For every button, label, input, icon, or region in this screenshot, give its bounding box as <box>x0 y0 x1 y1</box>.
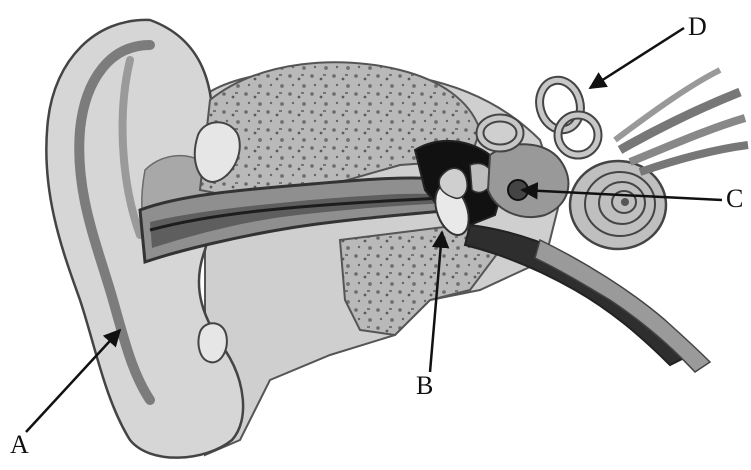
label-d: D <box>688 14 707 40</box>
vestibulocochlear-nerve <box>615 70 748 172</box>
lower-cartilage-nodule <box>198 323 226 362</box>
pointer-d <box>590 28 684 88</box>
label-c: C <box>726 186 743 212</box>
vestibule <box>488 144 568 217</box>
eustachian-tube-sheath <box>535 240 710 372</box>
label-a: A <box>10 432 29 458</box>
label-b: B <box>416 373 433 399</box>
cochlea <box>570 161 666 249</box>
eustachian-tube <box>465 225 690 365</box>
